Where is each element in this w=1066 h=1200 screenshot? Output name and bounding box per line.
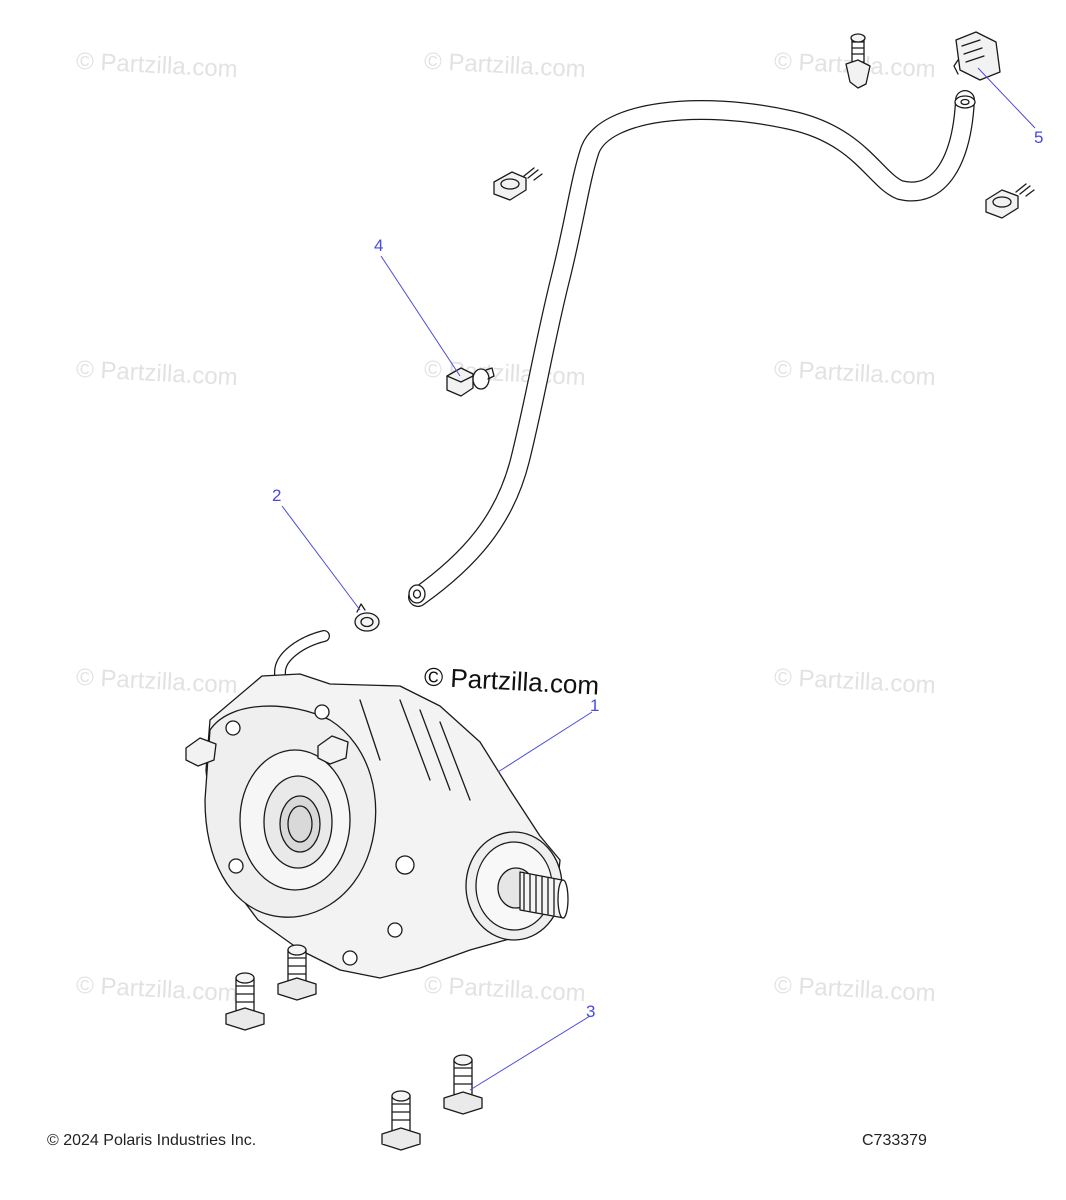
mounting-bolt xyxy=(443,1054,483,1115)
mounting-bolt xyxy=(277,944,317,1001)
leader-line-5 xyxy=(977,67,1036,129)
hose-clamp-small xyxy=(354,603,380,632)
leader-line-2 xyxy=(281,505,361,611)
hose-connector-fitting xyxy=(953,31,1001,81)
callout-3[interactable]: 3 xyxy=(586,1002,596,1021)
diagram-code: C733379 xyxy=(862,1132,927,1149)
vent-hose xyxy=(408,90,976,607)
mounting-bolt xyxy=(381,1090,421,1151)
callout-4[interactable]: 4 xyxy=(374,236,384,255)
leader-line-4 xyxy=(380,255,461,377)
callout-1[interactable]: 1 xyxy=(590,696,600,715)
copyright-text: © 2024 Polaris Industries Inc. xyxy=(47,1132,257,1149)
hose-clip-screw-right xyxy=(985,183,1035,219)
front-differential xyxy=(185,630,569,979)
hose-clip-screw-upper xyxy=(493,167,543,201)
callout-5[interactable]: 5 xyxy=(1034,128,1044,147)
leader-line-3 xyxy=(469,1015,591,1091)
callout-2[interactable]: 2 xyxy=(272,486,282,505)
leader-line-1 xyxy=(497,711,593,773)
bolt-clip-top xyxy=(845,33,871,89)
mounting-bolt xyxy=(225,972,265,1031)
hose-clip-screw xyxy=(446,367,495,397)
